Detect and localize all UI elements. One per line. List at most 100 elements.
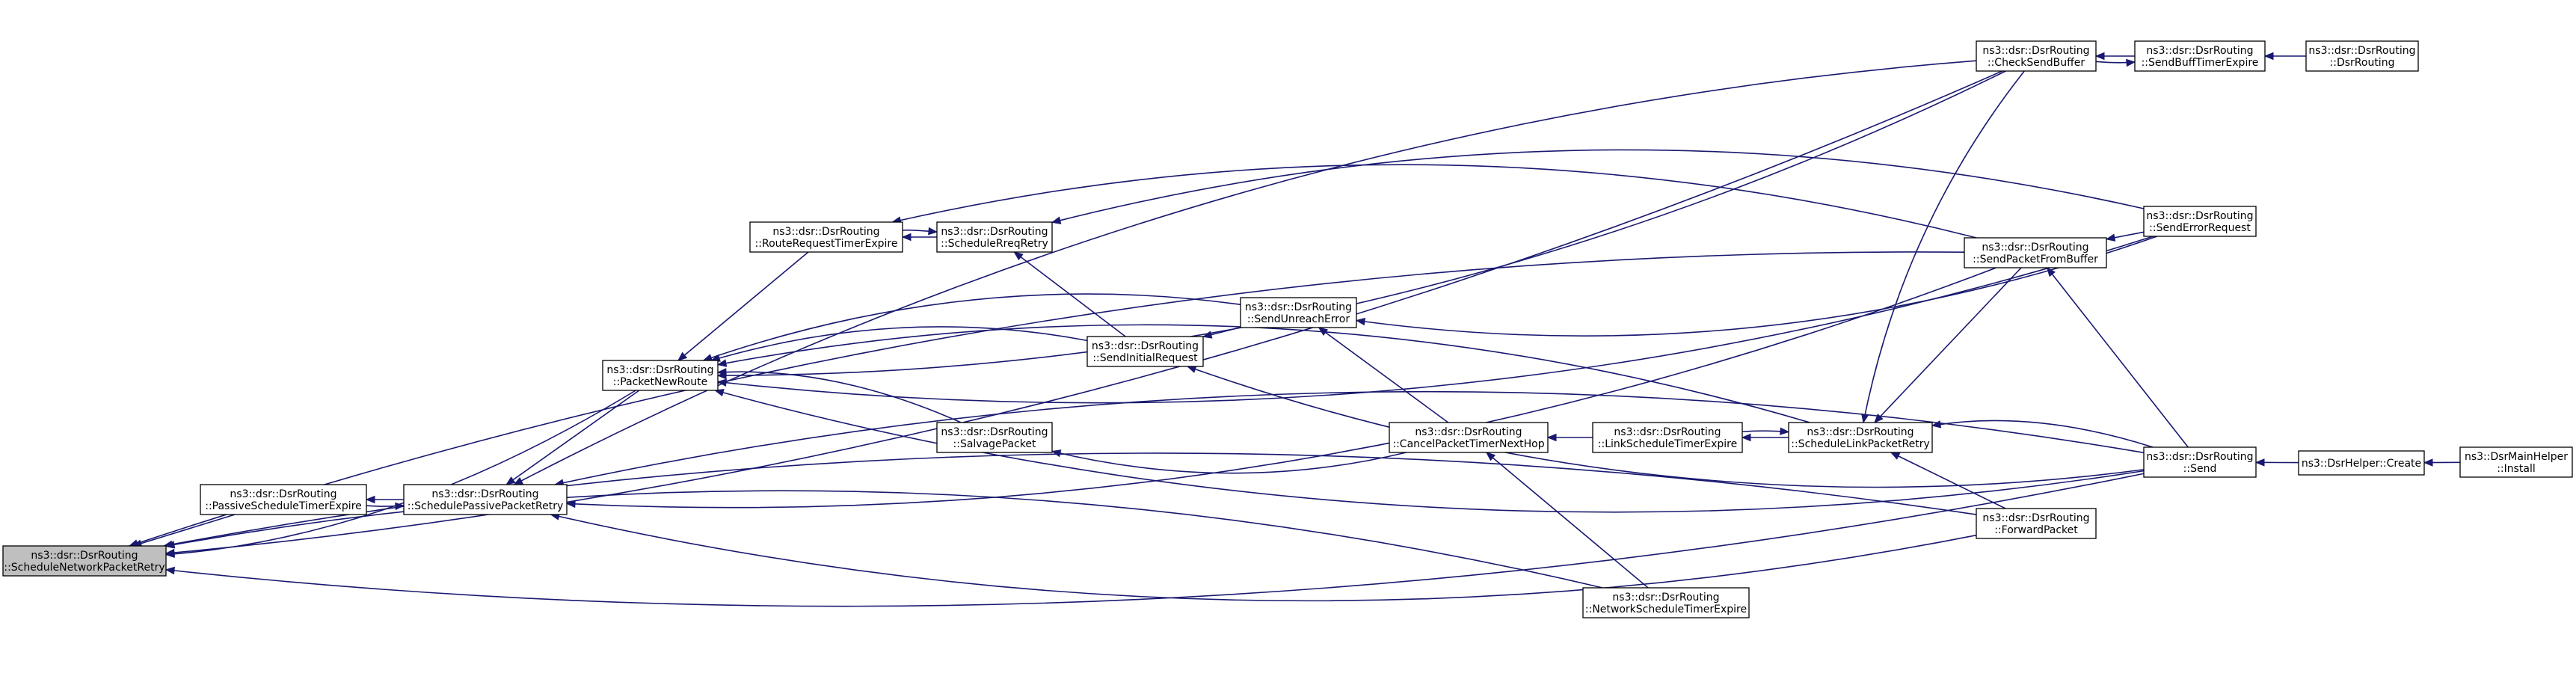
node-box (1788, 422, 1933, 453)
node-box (1086, 336, 1204, 367)
edge-line (677, 251, 809, 361)
node-method-label: ::SendUnreachError (1247, 313, 1350, 325)
node-sir[interactable]: ns3::dsr::DsrRouting::SendInitialRequest (1086, 336, 1204, 367)
call-edge-sir-to-pnr (710, 326, 1088, 362)
node-namespace-label: ns3::dsr::DsrRouting (1245, 301, 1352, 313)
edge-line (555, 390, 2145, 485)
edge-line (715, 390, 2145, 513)
node-box (936, 221, 1053, 253)
node-method-label: ::CheckSendBuffer (1988, 57, 2085, 69)
call-edge-send-to-pnr (713, 388, 2145, 513)
node-namespace-label: ns3::DsrMainHelper (2465, 451, 2568, 463)
edge-line (2047, 267, 2189, 448)
call-edge-fp-to-slpr (1890, 452, 2006, 509)
call-edge-sbte-to-csb (2094, 52, 2136, 61)
arrowhead-icon (716, 371, 727, 380)
edge-line (717, 70, 2006, 376)
node-method-label: ::SendBuffTimerExpire (2142, 57, 2259, 69)
arrowhead-icon (1931, 420, 1942, 429)
node-method-label: ::RouteRequestTimerExpire (755, 238, 898, 250)
arrowhead-icon (505, 476, 516, 485)
call-edge-srr-to-rrte (901, 233, 937, 242)
arrowhead-icon (2126, 58, 2136, 67)
node-rrte[interactable]: ns3::dsr::DsrRouting::RouteRequestTimerE… (749, 221, 903, 253)
edge-line (711, 326, 1088, 361)
node-pste[interactable]: ns3::dsr::DsrRouting::PassiveScheduleTim… (200, 484, 367, 515)
node-cptnh[interactable]: ns3::dsr::DsrRouting::CancelPacketTimerN… (1389, 422, 1549, 453)
edge-line (165, 473, 2145, 607)
edge-line (1051, 149, 2145, 224)
node-box (1976, 40, 2097, 72)
arrowhead-icon (1741, 433, 1751, 442)
call-edge-spfb-to-slpr (1874, 267, 2022, 423)
edge-line (717, 371, 962, 423)
call-edge-ser-to-sue (1355, 236, 2158, 337)
edge-line (1318, 327, 1449, 423)
node-namespace-label: ns3::dsr::DsrRouting (941, 226, 1048, 238)
edge-line (566, 267, 1996, 509)
node-namespace-label: ns3::dsr::DsrRouting (31, 550, 138, 562)
node-box (749, 221, 903, 253)
edge-line (165, 70, 2002, 554)
edge-line (1874, 267, 2022, 423)
node-csb[interactable]: ns3::dsr::DsrRouting::CheckSendBuffer (1976, 40, 2097, 72)
edge-line (892, 164, 1977, 239)
node-sbte[interactable]: ns3::dsr::DsrRouting::SendBuffTimerExpir… (2134, 40, 2266, 72)
call-edge-install-to-create (2423, 458, 2461, 467)
node-lste[interactable]: ns3::dsr::DsrRouting::LinkScheduleTimerE… (1592, 422, 1743, 453)
call-edge-send-to-spfb (2046, 266, 2189, 448)
arrowhead-icon (1051, 449, 1062, 458)
node-method-label: ::Install (2497, 463, 2536, 475)
node-install[interactable]: ns3::DsrMainHelper::Install (2459, 446, 2573, 478)
edge-line (132, 514, 236, 547)
node-snpr[interactable]: ns3::dsr::DsrRouting::ScheduleNetworkPac… (2, 545, 167, 577)
call-edge-spfb-to-sppr (565, 267, 1996, 509)
node-box (602, 360, 719, 391)
node-box (403, 484, 568, 515)
node-box (936, 422, 1053, 453)
call-edge-spfb-to-rrte (891, 164, 1977, 239)
node-box (2143, 446, 2257, 478)
node-namespace-label: ns3::dsr::DsrRouting (1807, 426, 1913, 438)
call-edge-sp-to-pnr (716, 368, 962, 423)
call-edge-ctor-to-sbte (2263, 52, 2306, 61)
call-edge-rrte-to-srr (902, 227, 938, 236)
edge-line (1051, 450, 1407, 474)
node-pnr[interactable]: ns3::dsr::DsrRouting::PacketNewRoute (602, 360, 719, 391)
node-ctor[interactable]: ns3::dsr::DsrRouting::DsrRouting (2305, 40, 2419, 72)
arrowhead-icon (1051, 216, 1062, 224)
arrowhead-icon (365, 495, 375, 504)
node-box (1592, 422, 1743, 453)
node-sppr[interactable]: ns3::dsr::DsrRouting::SchedulePassivePac… (403, 484, 568, 515)
node-box (2305, 40, 2419, 72)
edge-line (717, 324, 1810, 423)
node-fp[interactable]: ns3::dsr::DsrRouting::ForwardPacket (1976, 508, 2097, 539)
arrowhead-icon (1890, 452, 1901, 460)
arrowhead-icon (165, 566, 175, 575)
arrowhead-icon (1780, 427, 1790, 435)
call-edge-sppr-to-pste (365, 495, 404, 504)
node-send[interactable]: ns3::dsr::DsrRouting::Send (2143, 446, 2257, 478)
node-sue[interactable]: ns3::dsr::DsrRouting::SendUnreachError (1240, 297, 1357, 328)
node-box (2459, 446, 2573, 478)
node-method-label: ::LinkScheduleTimerExpire (1598, 438, 1737, 450)
node-sp[interactable]: ns3::dsr::DsrRouting::SalvagePacket (936, 422, 1053, 453)
node-nste[interactable]: ns3::dsr::DsrRouting::NetworkScheduleTim… (1582, 587, 1750, 618)
call-edge-pnr-to-sppr (505, 390, 640, 485)
arrowhead-icon (901, 233, 912, 242)
arrowhead-icon (2423, 458, 2433, 467)
node-ser[interactable]: ns3::dsr::DsrRouting::SendErrorRequest (2143, 206, 2257, 237)
node-spfb[interactable]: ns3::dsr::DsrRouting::SendPacketFromBuff… (1964, 237, 2107, 268)
call-edge-csb-to-pnr (716, 70, 2006, 380)
node-box (2143, 206, 2257, 237)
edges-layer (128, 52, 2461, 607)
edge-line (1931, 420, 2154, 448)
node-box (1964, 237, 2107, 268)
call-edge-slpr-to-lste (1741, 433, 1789, 442)
node-create[interactable]: ns3::DsrHelper::Create (2298, 450, 2425, 476)
node-namespace-label: ns3::dsr::DsrRouting (941, 426, 1048, 438)
node-slpr[interactable]: ns3::dsr::DsrRouting::ScheduleLinkPacket… (1788, 422, 1933, 453)
call-edge-csb-to-snpr (165, 70, 2002, 557)
node-srr[interactable]: ns3::dsr::DsrRouting::ScheduleRreqRetry (936, 221, 1053, 253)
